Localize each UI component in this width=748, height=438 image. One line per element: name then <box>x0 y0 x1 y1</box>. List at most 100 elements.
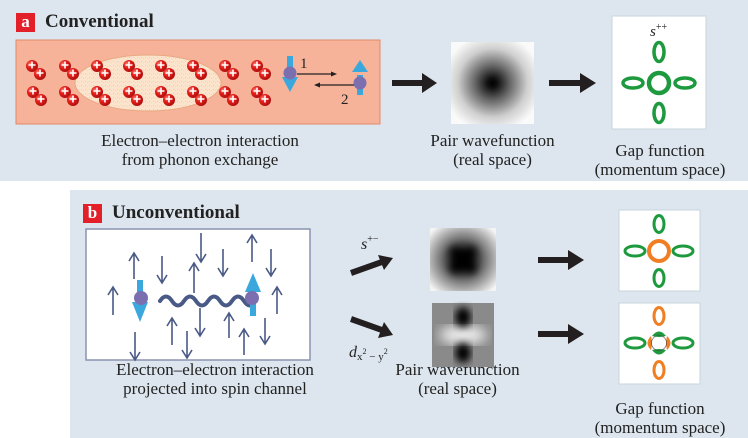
plus-icon <box>101 95 109 103</box>
plus-icon <box>101 69 109 77</box>
fermi-pocket-top <box>652 306 666 326</box>
ion-pairs <box>26 60 271 106</box>
gap-box <box>618 209 701 292</box>
spin-down-arrow-icon <box>195 233 207 264</box>
exchange-arrows: 1 2 <box>297 56 354 108</box>
gap-function-d-wave <box>618 302 701 385</box>
electron-dot <box>283 66 297 80</box>
panel-a-badge: a <box>16 13 35 32</box>
spin-down-arrow-icon <box>194 308 206 338</box>
pair-wavefunction-s-plus-minus <box>430 228 496 291</box>
spin-down-arrow-icon <box>181 331 193 360</box>
ion <box>155 60 167 72</box>
fermi-pocket-right <box>671 336 695 350</box>
fermi-pocket-center-nodal <box>647 331 671 355</box>
spin-down-arrow-icon <box>265 249 277 278</box>
spin-up-arrow-icon <box>128 251 140 279</box>
label-d-x2-y2: dx2 − y2 <box>349 344 388 363</box>
plus-icon <box>29 87 37 95</box>
pair-wavefunction-s-wave <box>451 42 534 124</box>
ion <box>227 94 239 106</box>
plus-icon <box>229 95 237 103</box>
plus-icon <box>133 95 141 103</box>
ion <box>259 94 271 106</box>
wavefunction-image <box>451 42 534 124</box>
ion <box>163 68 175 80</box>
fermi-pocket-top <box>652 214 666 234</box>
electron-1 <box>282 56 298 92</box>
flow-arrow-a1 <box>392 73 437 93</box>
ion <box>99 94 111 106</box>
ion <box>259 68 271 80</box>
arrow-right-icon <box>331 71 337 77</box>
plus-icon <box>61 61 69 69</box>
plus-icon <box>61 87 69 95</box>
plus-icon <box>253 61 261 69</box>
panel-b-gap-caption: Gap function(momentum space) <box>594 399 726 437</box>
ion <box>99 68 111 80</box>
ion <box>131 94 143 106</box>
spin-down-arrow-icon <box>129 332 141 362</box>
phonon-lattice <box>15 39 381 125</box>
spin-fluctuation-wave <box>158 294 256 308</box>
spin-down-arrow-icon <box>217 249 229 278</box>
electron-spin-up <box>245 273 261 316</box>
ion <box>59 60 71 72</box>
plus-icon <box>157 61 165 69</box>
plus-icon <box>197 69 205 77</box>
fermi-pocket-left <box>623 244 647 258</box>
ion <box>67 94 79 106</box>
plus-icon <box>37 95 45 103</box>
plus-icon <box>253 87 261 95</box>
electron-dot <box>245 291 259 305</box>
ion <box>27 86 39 98</box>
panel-a-wavefunction-caption: Pair wavefunction(real space) <box>430 131 555 169</box>
spin-up-arrow-icon <box>107 285 119 315</box>
electron-dot <box>134 291 148 305</box>
spin-down-arrow-icon <box>156 256 168 285</box>
ion <box>67 68 79 80</box>
fermi-pocket-right <box>671 244 695 258</box>
spin-up-arrow-icon <box>271 285 283 314</box>
flow-arrow-b1 <box>538 250 584 270</box>
spin-field-arrows <box>107 233 283 362</box>
fermi-pocket-right <box>673 76 697 90</box>
plus-icon <box>165 95 173 103</box>
plus-icon <box>221 87 229 95</box>
ion <box>219 86 231 98</box>
plus-icon <box>221 61 229 69</box>
ion <box>34 68 46 80</box>
plus-icon <box>125 87 133 95</box>
plus-icon <box>69 69 77 77</box>
gap-function-s-plus-plus: s++ <box>611 15 707 130</box>
electron-label-1: 1 <box>300 56 308 72</box>
ion <box>227 68 239 80</box>
plus-icon <box>69 95 77 103</box>
ion <box>26 60 38 72</box>
spin-up-arrowhead <box>352 60 368 72</box>
plus-icon <box>197 95 205 103</box>
gap-symmetry-label: s++ <box>650 22 667 40</box>
fermi-pocket-bottom <box>652 101 666 125</box>
panel-a-title: Conventional <box>45 11 154 32</box>
ion <box>91 60 103 72</box>
ion <box>251 86 263 98</box>
ion <box>123 60 135 72</box>
spin-down-shaft <box>287 56 293 74</box>
spin-up-arrow-icon <box>246 233 258 262</box>
plus-icon <box>261 69 269 77</box>
ion <box>155 86 167 98</box>
panel-a-gap-caption: Gap function(momentum space) <box>594 141 726 179</box>
spin-channel-box <box>85 228 311 362</box>
label-s-plus-minus: s+− <box>361 234 379 253</box>
ion <box>219 60 231 72</box>
ion <box>251 60 263 72</box>
plus-icon <box>93 87 101 95</box>
spin-up-arrow-icon <box>166 316 178 345</box>
ion <box>131 68 143 80</box>
plus-icon <box>189 87 197 95</box>
ion <box>163 94 175 106</box>
panel-b-badge: b <box>83 204 102 223</box>
